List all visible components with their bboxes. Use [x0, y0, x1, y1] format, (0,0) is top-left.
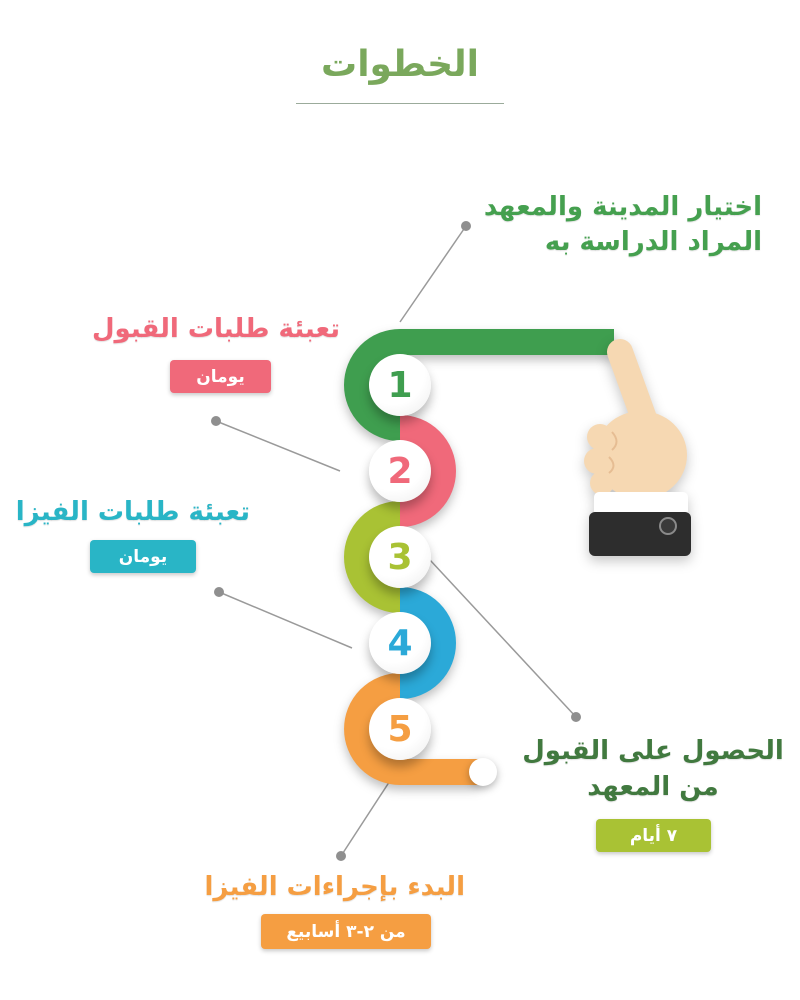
connector-dot [214, 587, 224, 597]
connector-dot [336, 851, 346, 861]
admission-duration-badge: يومان [170, 360, 271, 393]
step-circle-3: 3 [369, 526, 431, 588]
ribbon-segment-pink [399, 415, 456, 527]
step-circle-5: 5 [369, 698, 431, 760]
page-title: الخطوات [321, 44, 479, 85]
connector-lines [211, 221, 581, 861]
sleeve-button [659, 517, 677, 535]
connector-dot [461, 221, 471, 231]
callout-line: الحصول على القبول [522, 736, 784, 766]
callout-acceptance: الحصول على القبول من المعهد [520, 733, 786, 805]
hand-cuff [594, 492, 688, 516]
badge-text: يومان [118, 546, 168, 567]
visa-process-duration-badge: من ٢-٣ أسابيع [261, 914, 431, 949]
serpentine-ribbon [344, 329, 614, 785]
step-number: 2 [387, 450, 413, 492]
step-number: 5 [387, 708, 413, 750]
callout-admission-label: تعبئة طلبات القبول [91, 314, 340, 344]
callout-line: المراد الدراسة به [544, 227, 762, 257]
connector-line [399, 225, 467, 323]
connector-dot [211, 416, 221, 426]
step-number: 4 [387, 622, 413, 664]
connector-line [429, 559, 577, 718]
step-circle-1: 1 [369, 354, 431, 416]
connector-line [340, 769, 398, 857]
connector-line [215, 420, 341, 472]
title-underline [296, 103, 504, 104]
pointing-hand-icon [584, 339, 691, 556]
step-circle-2: 2 [369, 440, 431, 502]
ribbon-segment-lime [344, 501, 401, 613]
acceptance-duration-badge: ٧ أيام [596, 819, 711, 852]
ribbon-segment-orange [344, 673, 478, 785]
step-number: 3 [387, 536, 413, 578]
callout-visa-forms-label: تعبئة طلبات الفيزا [15, 497, 250, 527]
callout-visa-process-label: البدء بإجراءات الفيزا [204, 872, 465, 902]
step-number: 1 [387, 364, 413, 406]
callout-line: اختيار المدينة والمعهد [483, 192, 762, 222]
visa-forms-duration-badge: يومان [90, 540, 196, 573]
badge-text: ٧ أيام [629, 825, 678, 846]
badge-text: يومان [196, 366, 245, 387]
ribbon-end-cap [469, 758, 497, 786]
connector-dot [571, 712, 581, 722]
badge-text: من ٢-٣ أسابيع [286, 921, 406, 942]
callout-line: من المعهد [587, 772, 719, 802]
callout-choose-city: اختيار المدينة والمعهد المراد الدراسة به [484, 190, 762, 260]
step-circle-4: 4 [369, 612, 431, 674]
hand-sleeve [589, 512, 691, 556]
connector-line [218, 591, 353, 649]
ribbon-segment-blue [399, 587, 456, 699]
ribbon-segment-green [344, 329, 614, 441]
